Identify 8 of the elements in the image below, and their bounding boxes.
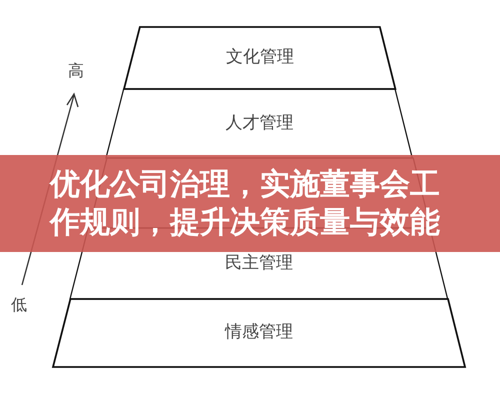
axis-label: 低 [11,294,27,316]
level-label: 情感管理 [224,321,293,344]
pyramid-level [124,27,396,89]
level-label: 文化管理 [226,46,294,70]
level-label: 民主管理 [225,252,294,275]
level-label: 人才管理 [226,112,294,135]
pyramid-level [52,299,465,367]
axis-label: 高 [68,60,84,82]
